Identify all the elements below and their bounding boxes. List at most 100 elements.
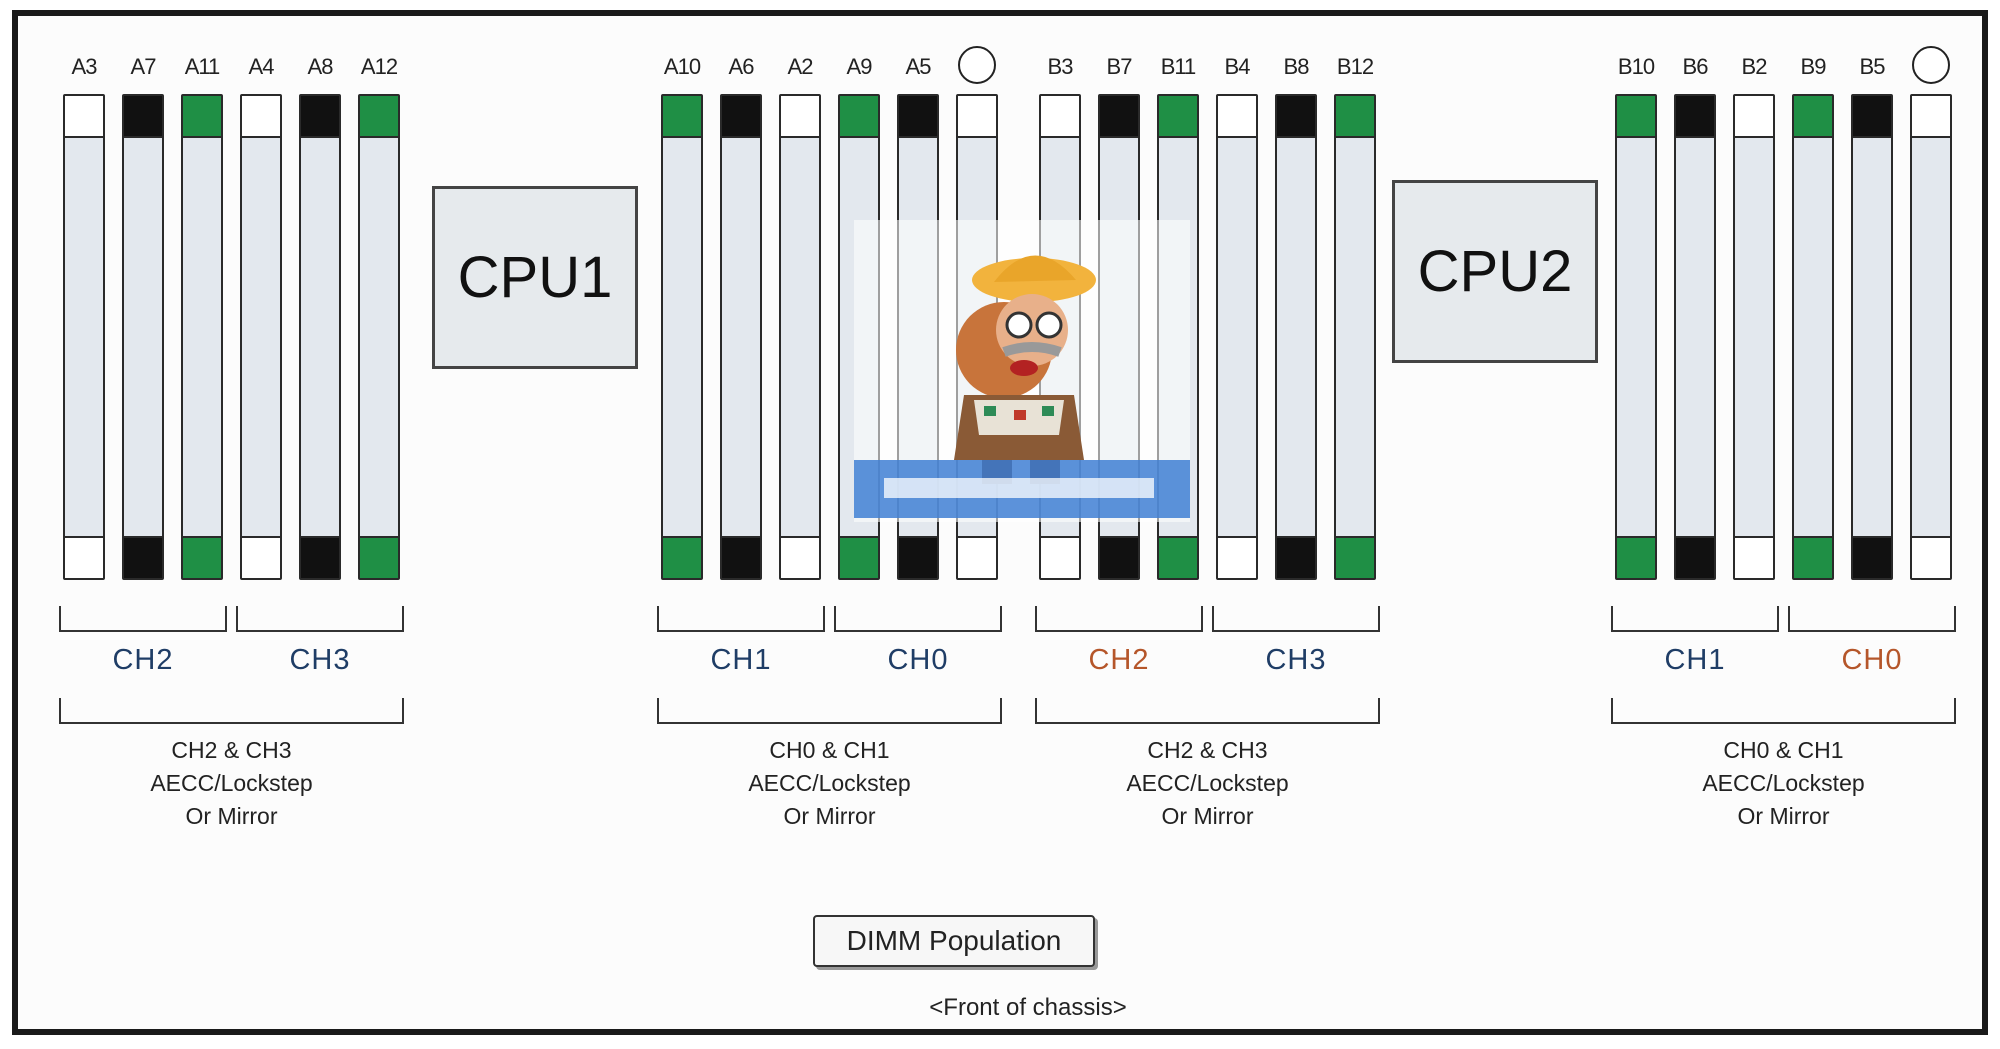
dimm-population-label: DIMM Population [846,925,1062,956]
dimm-latch-bottom [360,536,398,578]
dimm-slot [1733,94,1775,580]
slot-label: B6 [1682,54,1709,79]
channel-bracket [236,606,404,632]
cpu1-socket: CPU1 [432,186,638,369]
slot-label: B9 [1800,54,1827,79]
slot-label: A9 [846,54,873,79]
dimm-latch-bottom [124,536,162,578]
slot-label: B3 [1047,54,1074,79]
dimm-latch-bottom [663,536,701,578]
dimm-slot [1216,94,1258,580]
slot-label: B2 [1741,54,1768,79]
dimm-latch-bottom [781,536,819,578]
channel-label: CH2 [112,644,174,676]
dimm-slot [779,94,821,580]
slot-label: B12 [1336,54,1374,79]
dimm-slot [720,94,762,580]
slot-label: A7 [130,54,157,79]
dimm-slot [240,94,282,580]
dimm-latch-bottom [1853,536,1891,578]
slot-label: A3 [71,54,98,79]
dimm-slot [1792,94,1834,580]
dimm-latch-top [899,96,937,138]
dimm-latch-bottom [301,536,339,578]
dimm-latch-top [242,96,280,138]
dimm-latch-top [1794,96,1832,138]
dimm-latch-top [124,96,162,138]
front-of-chassis-label: <Front of chassis> [929,994,1127,1021]
dimm-latch-bottom [1912,536,1950,578]
dimm-population-button[interactable]: DIMM Population [813,915,1095,967]
dimm-latch-bottom [1676,536,1714,578]
dimm-latch-top [1218,96,1256,138]
dimm-latch-top [663,96,701,138]
slot-label: A10 [663,54,701,79]
dimm-latch-top [360,96,398,138]
dimm-latch-top [1041,96,1079,138]
memory-mode-label: CH0 & CH1 AECC/Lockstep Or Mirror [748,737,911,829]
slot-label: B4 [1224,54,1251,79]
dimm-latch-bottom [722,536,760,578]
dimm-latch-bottom [1336,536,1374,578]
dimm-latch-top [1853,96,1891,138]
dimm-latch-top [958,96,996,138]
dimm-latch-bottom [1041,536,1079,578]
dimm-latch-top [1676,96,1714,138]
dimm-slot [1674,94,1716,580]
memory-mode-label: CH2 & CH3 AECC/Lockstep Or Mirror [150,737,313,829]
dimm-latch-bottom [1735,536,1773,578]
dimm-latch-top [1277,96,1315,138]
group-bracket [1611,698,1956,724]
channel-label: CH3 [1265,644,1327,676]
channel-bracket [1788,606,1956,632]
dimm-slot [1275,94,1317,580]
empty-slot-marker-icon [958,46,996,84]
slot-label: B7 [1106,54,1133,79]
dimm-slot [1851,94,1893,580]
dimm-slot [661,94,703,580]
dimm-latch-bottom [1100,536,1138,578]
channel-bracket [1212,606,1380,632]
dimm-latch-top [301,96,339,138]
dimm-latch-bottom [840,536,878,578]
channel-bracket [834,606,1002,632]
group-bracket [59,698,404,724]
channel-bracket [657,606,825,632]
dimm-latch-bottom [1159,536,1197,578]
dimm-latch-top [1735,96,1773,138]
channel-bracket [1035,606,1203,632]
dimm-slot [299,94,341,580]
dimm-latch-top [1617,96,1655,138]
slot-label: A5 [905,54,932,79]
slot-label: B5 [1859,54,1886,79]
slot-label: A4 [248,54,275,79]
channel-bracket [59,606,227,632]
dimm-slot [1615,94,1657,580]
dimm-slot [122,94,164,580]
dimm-latch-top [183,96,221,138]
memory-mode-label: CH2 & CH3 AECC/Lockstep Or Mirror [1126,737,1289,829]
dimm-latch-top [1159,96,1197,138]
slot-label: B8 [1283,54,1310,79]
slot-label: A11 [184,54,221,79]
slot-label: A8 [307,54,334,79]
dimm-latch-top [722,96,760,138]
dimm-latch-top [65,96,103,138]
dimm-latch-top [781,96,819,138]
group-bracket [1035,698,1380,724]
channel-label: CH1 [710,644,772,676]
dimm-latch-bottom [1794,536,1832,578]
slot-label: A12 [360,54,398,79]
dimm-slot [1910,94,1952,580]
cartoon-mascot-watermark-icon [854,220,1190,522]
dimm-latch-bottom [1277,536,1315,578]
dimm-latch-top [1100,96,1138,138]
group-bracket [657,698,1002,724]
dimm-slot [358,94,400,580]
dimm-latch-bottom [1218,536,1256,578]
dimm-latch-bottom [65,536,103,578]
cpu2-socket: CPU2 [1392,180,1598,363]
dimm-latch-top [1336,96,1374,138]
empty-slot-marker-icon [1912,46,1950,84]
